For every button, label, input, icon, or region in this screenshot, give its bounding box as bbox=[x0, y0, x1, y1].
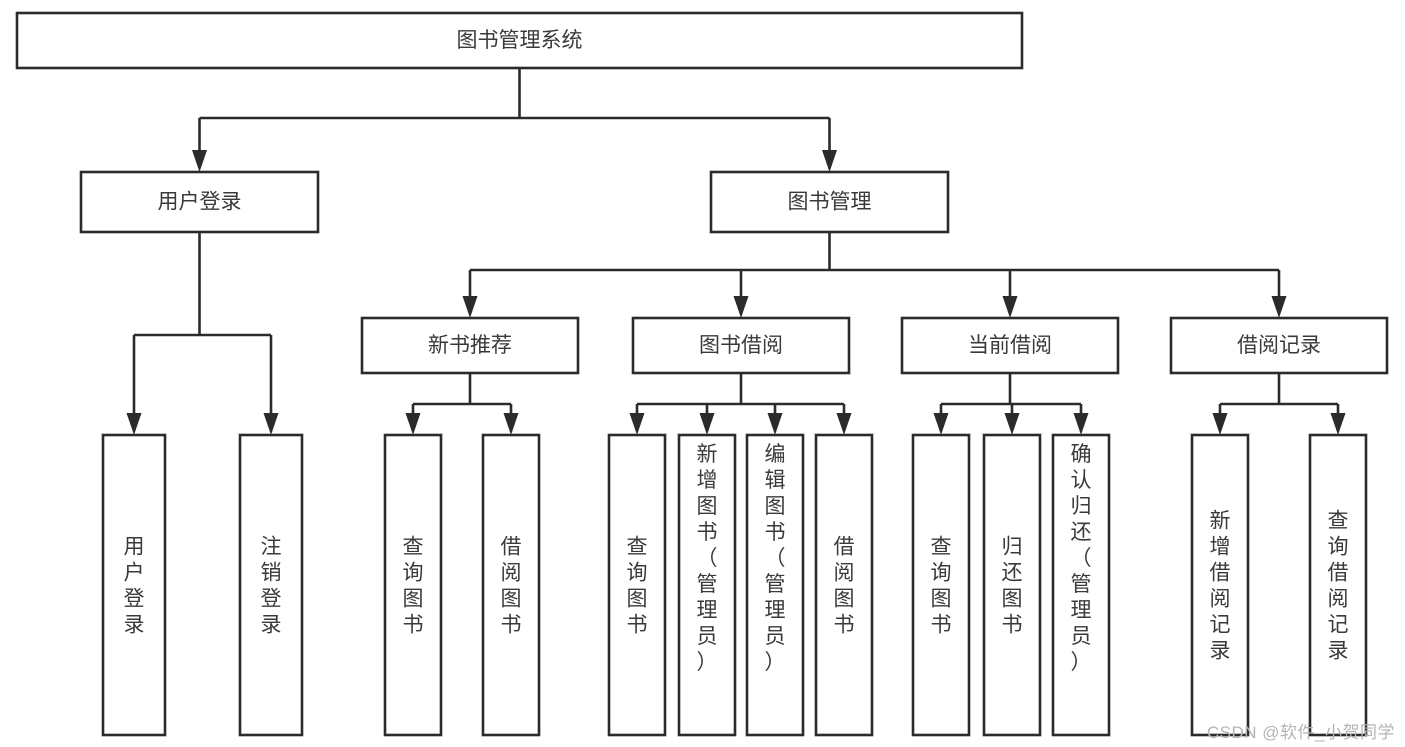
edge-bm-current-borrow-arrowhead bbox=[1002, 296, 1018, 318]
edge-book-borrow-bb-add-arrowhead bbox=[699, 413, 715, 435]
edge-book-borrow-bb-edit-arrowhead bbox=[767, 413, 783, 435]
node-label-nbr-borrow: 借阅图书 bbox=[501, 535, 522, 636]
edge-root-user-login-arrowhead bbox=[192, 150, 207, 172]
node-label-user-login-leaf: 用户登录 bbox=[124, 535, 145, 636]
node-label-br-add: 新增借阅记录 bbox=[1210, 509, 1231, 662]
node-label-user-logout-leaf: 注销登录 bbox=[261, 535, 282, 636]
node-box-current-borrow bbox=[900, 316, 1120, 375]
node-box-book-manage bbox=[709, 170, 950, 234]
node-box-cb-return bbox=[982, 433, 1042, 737]
node-label-bb-query: 查询图书 bbox=[627, 535, 648, 636]
node-nbr-query[interactable]: 查询图书 bbox=[383, 433, 443, 737]
node-borrow-record[interactable]: 借阅记录 bbox=[1169, 316, 1389, 375]
edge-new-book-rec-nbr-query-arrowhead bbox=[405, 413, 421, 435]
node-new-book-rec[interactable]: 新书推荐 bbox=[360, 316, 580, 375]
node-user-login[interactable]: 用户登录 bbox=[79, 170, 320, 234]
connector-layer bbox=[126, 68, 1346, 435]
node-bb-edit[interactable]: 编辑图书（管理员） bbox=[745, 433, 805, 737]
node-box-br-query bbox=[1308, 433, 1368, 737]
node-nbr-borrow[interactable]: 借阅图书 bbox=[481, 433, 541, 737]
edge-bm-borrow-record-arrowhead bbox=[1271, 296, 1287, 318]
node-cb-confirm[interactable]: 确认归还（管理员） bbox=[1051, 433, 1111, 737]
node-box-bb-query bbox=[607, 433, 667, 737]
node-root[interactable]: 图书管理系统 bbox=[15, 11, 1024, 70]
node-label-root: 图书管理系统 bbox=[457, 29, 583, 52]
edge-bm-book-borrow-arrowhead bbox=[733, 296, 749, 318]
edge-root-book-manage-arrowhead bbox=[822, 150, 837, 172]
node-bb-query[interactable]: 查询图书 bbox=[607, 433, 667, 737]
node-user-login-leaf[interactable]: 用户登录 bbox=[101, 433, 167, 737]
edge-ul-user-login-leaf-arrowhead bbox=[126, 413, 142, 435]
node-box-user-logout-leaf bbox=[238, 433, 304, 737]
node-label-new-book-rec: 新书推荐 bbox=[428, 334, 512, 357]
edge-book-borrow-bb-query-arrowhead bbox=[629, 413, 645, 435]
node-box-borrow-record bbox=[1169, 316, 1389, 375]
node-br-query[interactable]: 查询借阅记录 bbox=[1308, 433, 1368, 737]
node-box-nbr-query bbox=[383, 433, 443, 737]
node-label-cb-query: 查询图书 bbox=[931, 535, 952, 636]
node-label-cb-confirm: 确认归还（管理员） bbox=[1071, 443, 1092, 674]
node-bb-add[interactable]: 新增图书（管理员） bbox=[677, 433, 737, 737]
edge-bm-new-book-rec-arrowhead bbox=[462, 296, 478, 318]
node-box-br-add bbox=[1190, 433, 1250, 737]
node-label-bb-add: 新增图书（管理员） bbox=[697, 443, 718, 674]
edge-ul-user-logout-leaf-arrowhead bbox=[263, 413, 279, 435]
node-cb-query[interactable]: 查询图书 bbox=[911, 433, 971, 737]
node-box-cb-query bbox=[911, 433, 971, 737]
node-box-root bbox=[15, 11, 1024, 70]
node-current-borrow[interactable]: 当前借阅 bbox=[900, 316, 1120, 375]
node-bb-borrow[interactable]: 借阅图书 bbox=[814, 433, 874, 737]
node-box-book-borrow bbox=[631, 316, 851, 375]
node-book-borrow[interactable]: 图书借阅 bbox=[631, 316, 851, 375]
edge-current-borrow-cb-confirm-arrowhead bbox=[1073, 413, 1089, 435]
edge-borrow-record-br-add-arrowhead bbox=[1212, 413, 1228, 435]
node-box-new-book-rec bbox=[360, 316, 580, 375]
node-label-br-query: 查询借阅记录 bbox=[1328, 509, 1349, 662]
node-label-nbr-query: 查询图书 bbox=[403, 535, 424, 636]
node-box-cb-confirm bbox=[1051, 433, 1111, 737]
node-label-current-borrow: 当前借阅 bbox=[968, 334, 1052, 357]
edge-new-book-rec-nbr-borrow-arrowhead bbox=[503, 413, 519, 435]
node-label-borrow-record: 借阅记录 bbox=[1237, 334, 1321, 357]
node-box-bb-edit bbox=[745, 433, 805, 737]
node-label-bb-edit: 编辑图书（管理员） bbox=[765, 443, 786, 674]
node-label-user-login: 用户登录 bbox=[158, 191, 242, 214]
node-cb-return[interactable]: 归还图书 bbox=[982, 433, 1042, 737]
edge-book-borrow-bb-borrow-arrowhead bbox=[836, 413, 852, 435]
edge-borrow-record-br-query-arrowhead bbox=[1330, 413, 1346, 435]
edge-current-borrow-cb-return-arrowhead bbox=[1004, 413, 1020, 435]
node-label-book-manage: 图书管理 bbox=[788, 191, 872, 214]
node-book-manage[interactable]: 图书管理 bbox=[709, 170, 950, 234]
node-label-cb-return: 归还图书 bbox=[1002, 535, 1023, 636]
node-box-user-login bbox=[79, 170, 320, 234]
node-box-user-login-leaf bbox=[101, 433, 167, 737]
edge-current-borrow-cb-query-arrowhead bbox=[933, 413, 949, 435]
node-layer: 图书管理系统用户登录图书管理新书推荐图书借阅当前借阅借阅记录用户登录注销登录查询… bbox=[15, 11, 1389, 737]
node-label-book-borrow: 图书借阅 bbox=[699, 334, 783, 357]
node-box-nbr-borrow bbox=[481, 433, 541, 737]
node-user-logout-leaf[interactable]: 注销登录 bbox=[238, 433, 304, 737]
node-box-bb-borrow bbox=[814, 433, 874, 737]
node-box-bb-add bbox=[677, 433, 737, 737]
node-label-bb-borrow: 借阅图书 bbox=[834, 535, 855, 636]
node-br-add[interactable]: 新增借阅记录 bbox=[1190, 433, 1250, 737]
